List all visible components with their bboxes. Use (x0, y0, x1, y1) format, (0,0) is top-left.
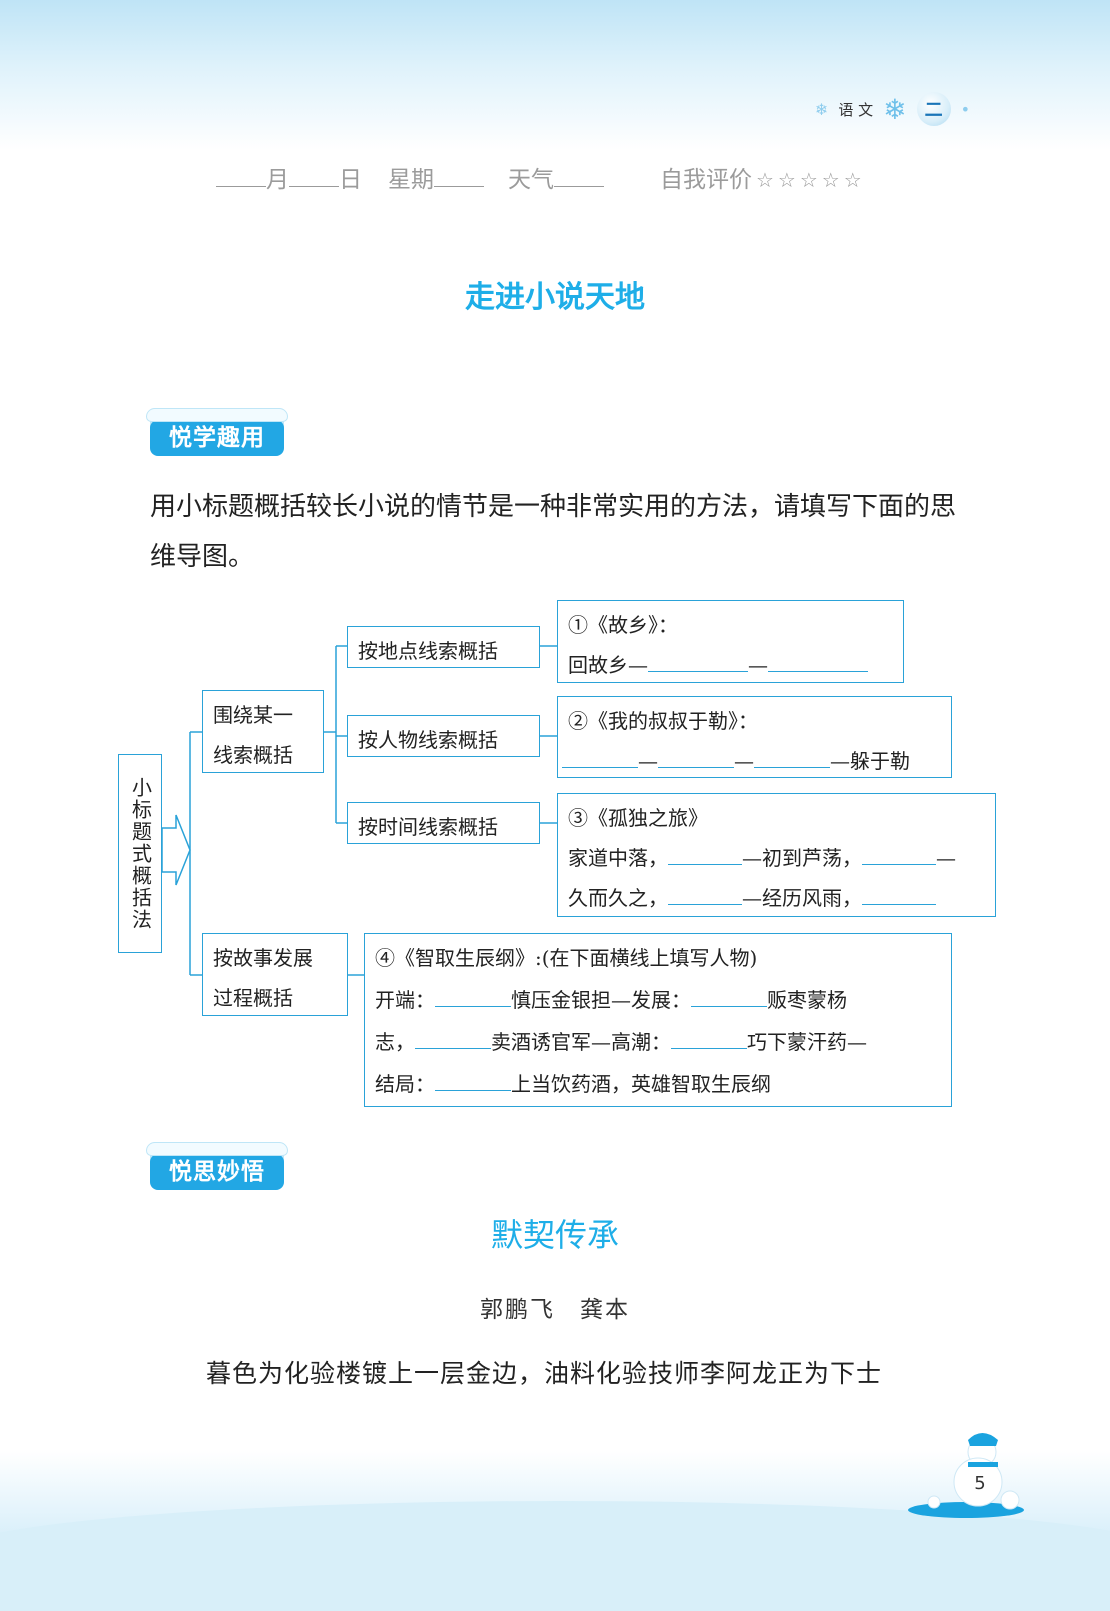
snowman-icon (908, 1433, 1024, 1518)
answer-box-birthday-gifts: ④《智取生辰纲》:(在下面横线上填写人物) 开端：慎压金银担—发展：贩枣蒙杨 志… (364, 933, 952, 1107)
fill-blank[interactable] (671, 1028, 747, 1049)
snowflake-icon: ❄ (814, 99, 829, 119)
snowflake-icon: ❄ (883, 92, 907, 126)
weekday-blank[interactable] (434, 164, 484, 187)
fill-blank[interactable] (691, 986, 767, 1007)
page-number: 5 (974, 1473, 986, 1494)
mindmap-branch-thread: 围绕某一 线索概括 (202, 690, 324, 773)
section-tag-reading: 悦思妙悟 (146, 1142, 288, 1190)
answer-box-uncle-jules: ②《我的叔叔于勒》： ———躲于勒 (557, 696, 952, 778)
fill-blank[interactable] (648, 651, 748, 672)
date-line: 月 日 星期 天气 自我评价 ☆☆☆☆☆ (216, 160, 866, 194)
fill-blank[interactable] (668, 884, 742, 905)
fill-blank[interactable] (562, 747, 638, 768)
page-title: 走进小说天地 (465, 280, 645, 315)
mindmap-node-time: 按时间线索概括 (347, 802, 540, 844)
mindmap-node-location: 按地点线索概括 (347, 626, 540, 668)
fill-blank[interactable] (435, 986, 511, 1007)
mindmap-root: 小标题式概括法 (118, 754, 162, 953)
fill-blank[interactable] (415, 1028, 491, 1049)
weather-blank[interactable] (554, 164, 604, 187)
fill-blank[interactable] (862, 844, 936, 865)
subject-header: ❄ 语 文 ❄ 二 • (815, 92, 970, 126)
article-first-line: 暮色为化验楼镀上一层金边，油料化验技师李阿龙正为下士 (206, 1359, 883, 1388)
fill-blank[interactable] (754, 747, 830, 768)
snowflake-icon: • (960, 99, 970, 119)
fill-blank[interactable] (768, 651, 868, 672)
fill-blank[interactable] (668, 844, 742, 865)
article-authors: 郭鹏飞 龚本 (480, 1297, 630, 1323)
mindmap-node-character: 按人物线索概括 (347, 715, 540, 757)
rating-stars[interactable]: ☆☆☆☆☆ (756, 168, 866, 192)
section-tag-practice: 悦学趣用 (146, 408, 288, 456)
grade-badge: 二 (916, 92, 951, 126)
fill-blank[interactable] (658, 747, 734, 768)
day-label: 日 (339, 167, 362, 193)
fill-blank[interactable] (435, 1070, 511, 1091)
weekday-label: 星期 (388, 167, 434, 193)
answer-box-lonely-journey: ③《孤独之旅》 家道中落，—初到芦荡，— 久而久之，—经历风雨， (557, 793, 996, 917)
self-eval-label: 自我评价 (660, 167, 752, 193)
weather-label: 天气 (508, 167, 554, 193)
month-label: 月 (266, 167, 289, 193)
article-title: 默契传承 (490, 1216, 619, 1254)
mindmap-connectors (161, 645, 557, 976)
day-blank[interactable] (289, 164, 339, 187)
header-background (0, 0, 1110, 150)
month-blank[interactable] (216, 164, 266, 187)
fill-blank[interactable] (862, 884, 936, 905)
intro-text: 用小标题概括较长小说的情节是一种非常实用的方法，请填写下面的思维导图。 (150, 492, 957, 572)
subject-label: 语 文 (838, 100, 874, 119)
mindmap-branch-process: 按故事发展 过程概括 (202, 933, 348, 1016)
answer-box-guxiang: ①《故乡》： 回故乡—— (557, 600, 904, 683)
